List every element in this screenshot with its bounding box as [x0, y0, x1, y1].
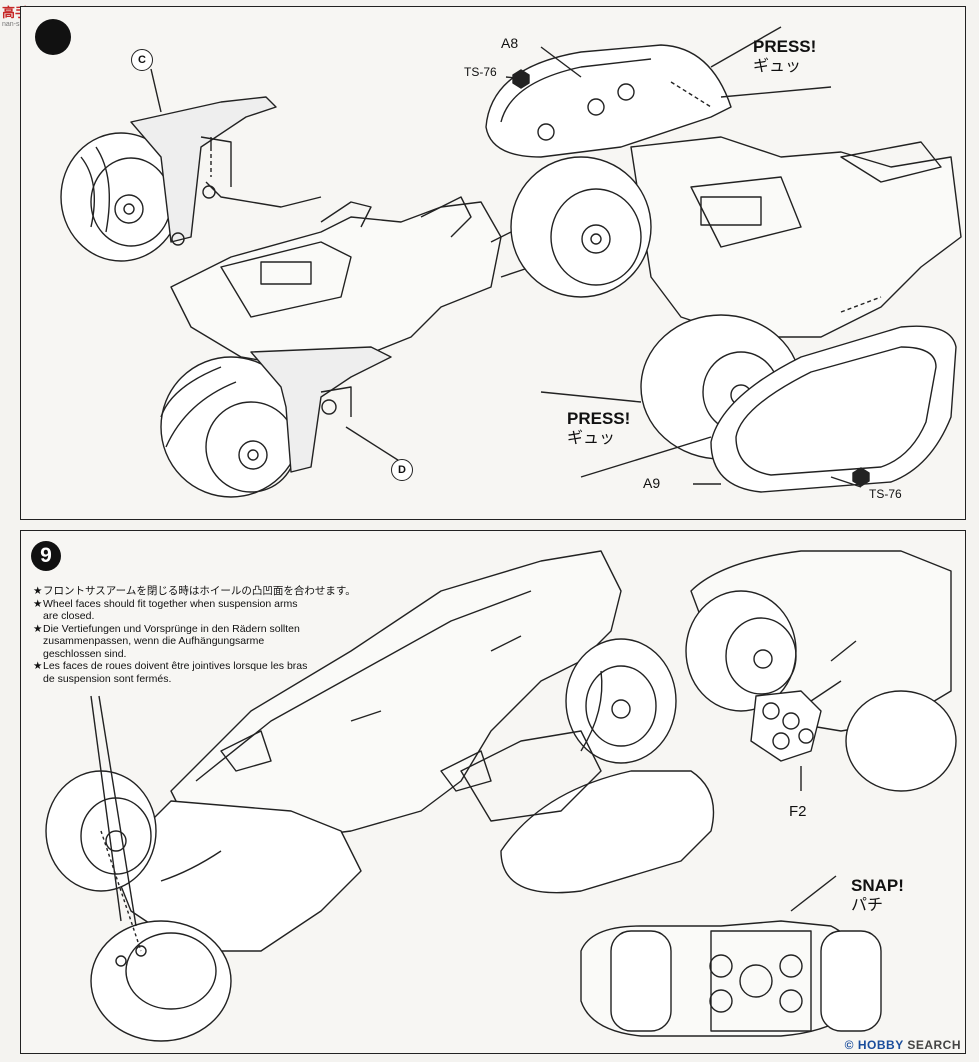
note-japanese: ★ フロントサスアームを閉じる時はホイールの凸凹面を合わせます。	[33, 585, 356, 597]
part-a9-label: A9	[643, 475, 661, 491]
step-9-illustration	[45, 550, 957, 1042]
screw-ts76-top-label: TS-76	[464, 65, 497, 79]
part-c-callout: C	[131, 49, 153, 71]
press-label-top: PRESS! ギュッ	[753, 37, 817, 75]
note-french: ★ Les faces de roues doivent être jointi…	[33, 660, 308, 685]
part-d-callout: D	[391, 459, 413, 481]
step-9-panel: 9 ★ フロントサスアームを閉じる時はホイールの凸凹面を合わせます。 ★ Whe…	[20, 530, 966, 1054]
step-8-panel: C D A8 TS-76 PRESS! ギュッ PRESS! ギュッ A9 TS…	[20, 6, 966, 520]
part-a8-label: A8	[501, 35, 519, 51]
assembly-notes: ★ フロントサスアームを閉じる時はホイールの凸凹面を合わせます。 ★ Wheel…	[33, 585, 393, 685]
screw-ts76-bottom-label: TS-76	[869, 487, 902, 501]
note-english: ★ Wheel faces should fit together when s…	[33, 597, 298, 623]
note-german: ★ Die Vertiefungen und Vorsprünge in den…	[33, 622, 300, 660]
part-f2-label: F2	[789, 803, 807, 820]
hobby-search-watermark: © HOBBY SEARCH	[844, 1038, 961, 1052]
snap-label: SNAP! パチ	[851, 876, 904, 914]
step-8-illustration	[35, 19, 962, 498]
press-label-middle: PRESS! ギュッ	[567, 409, 631, 447]
step-number-badge: 9	[31, 541, 61, 571]
